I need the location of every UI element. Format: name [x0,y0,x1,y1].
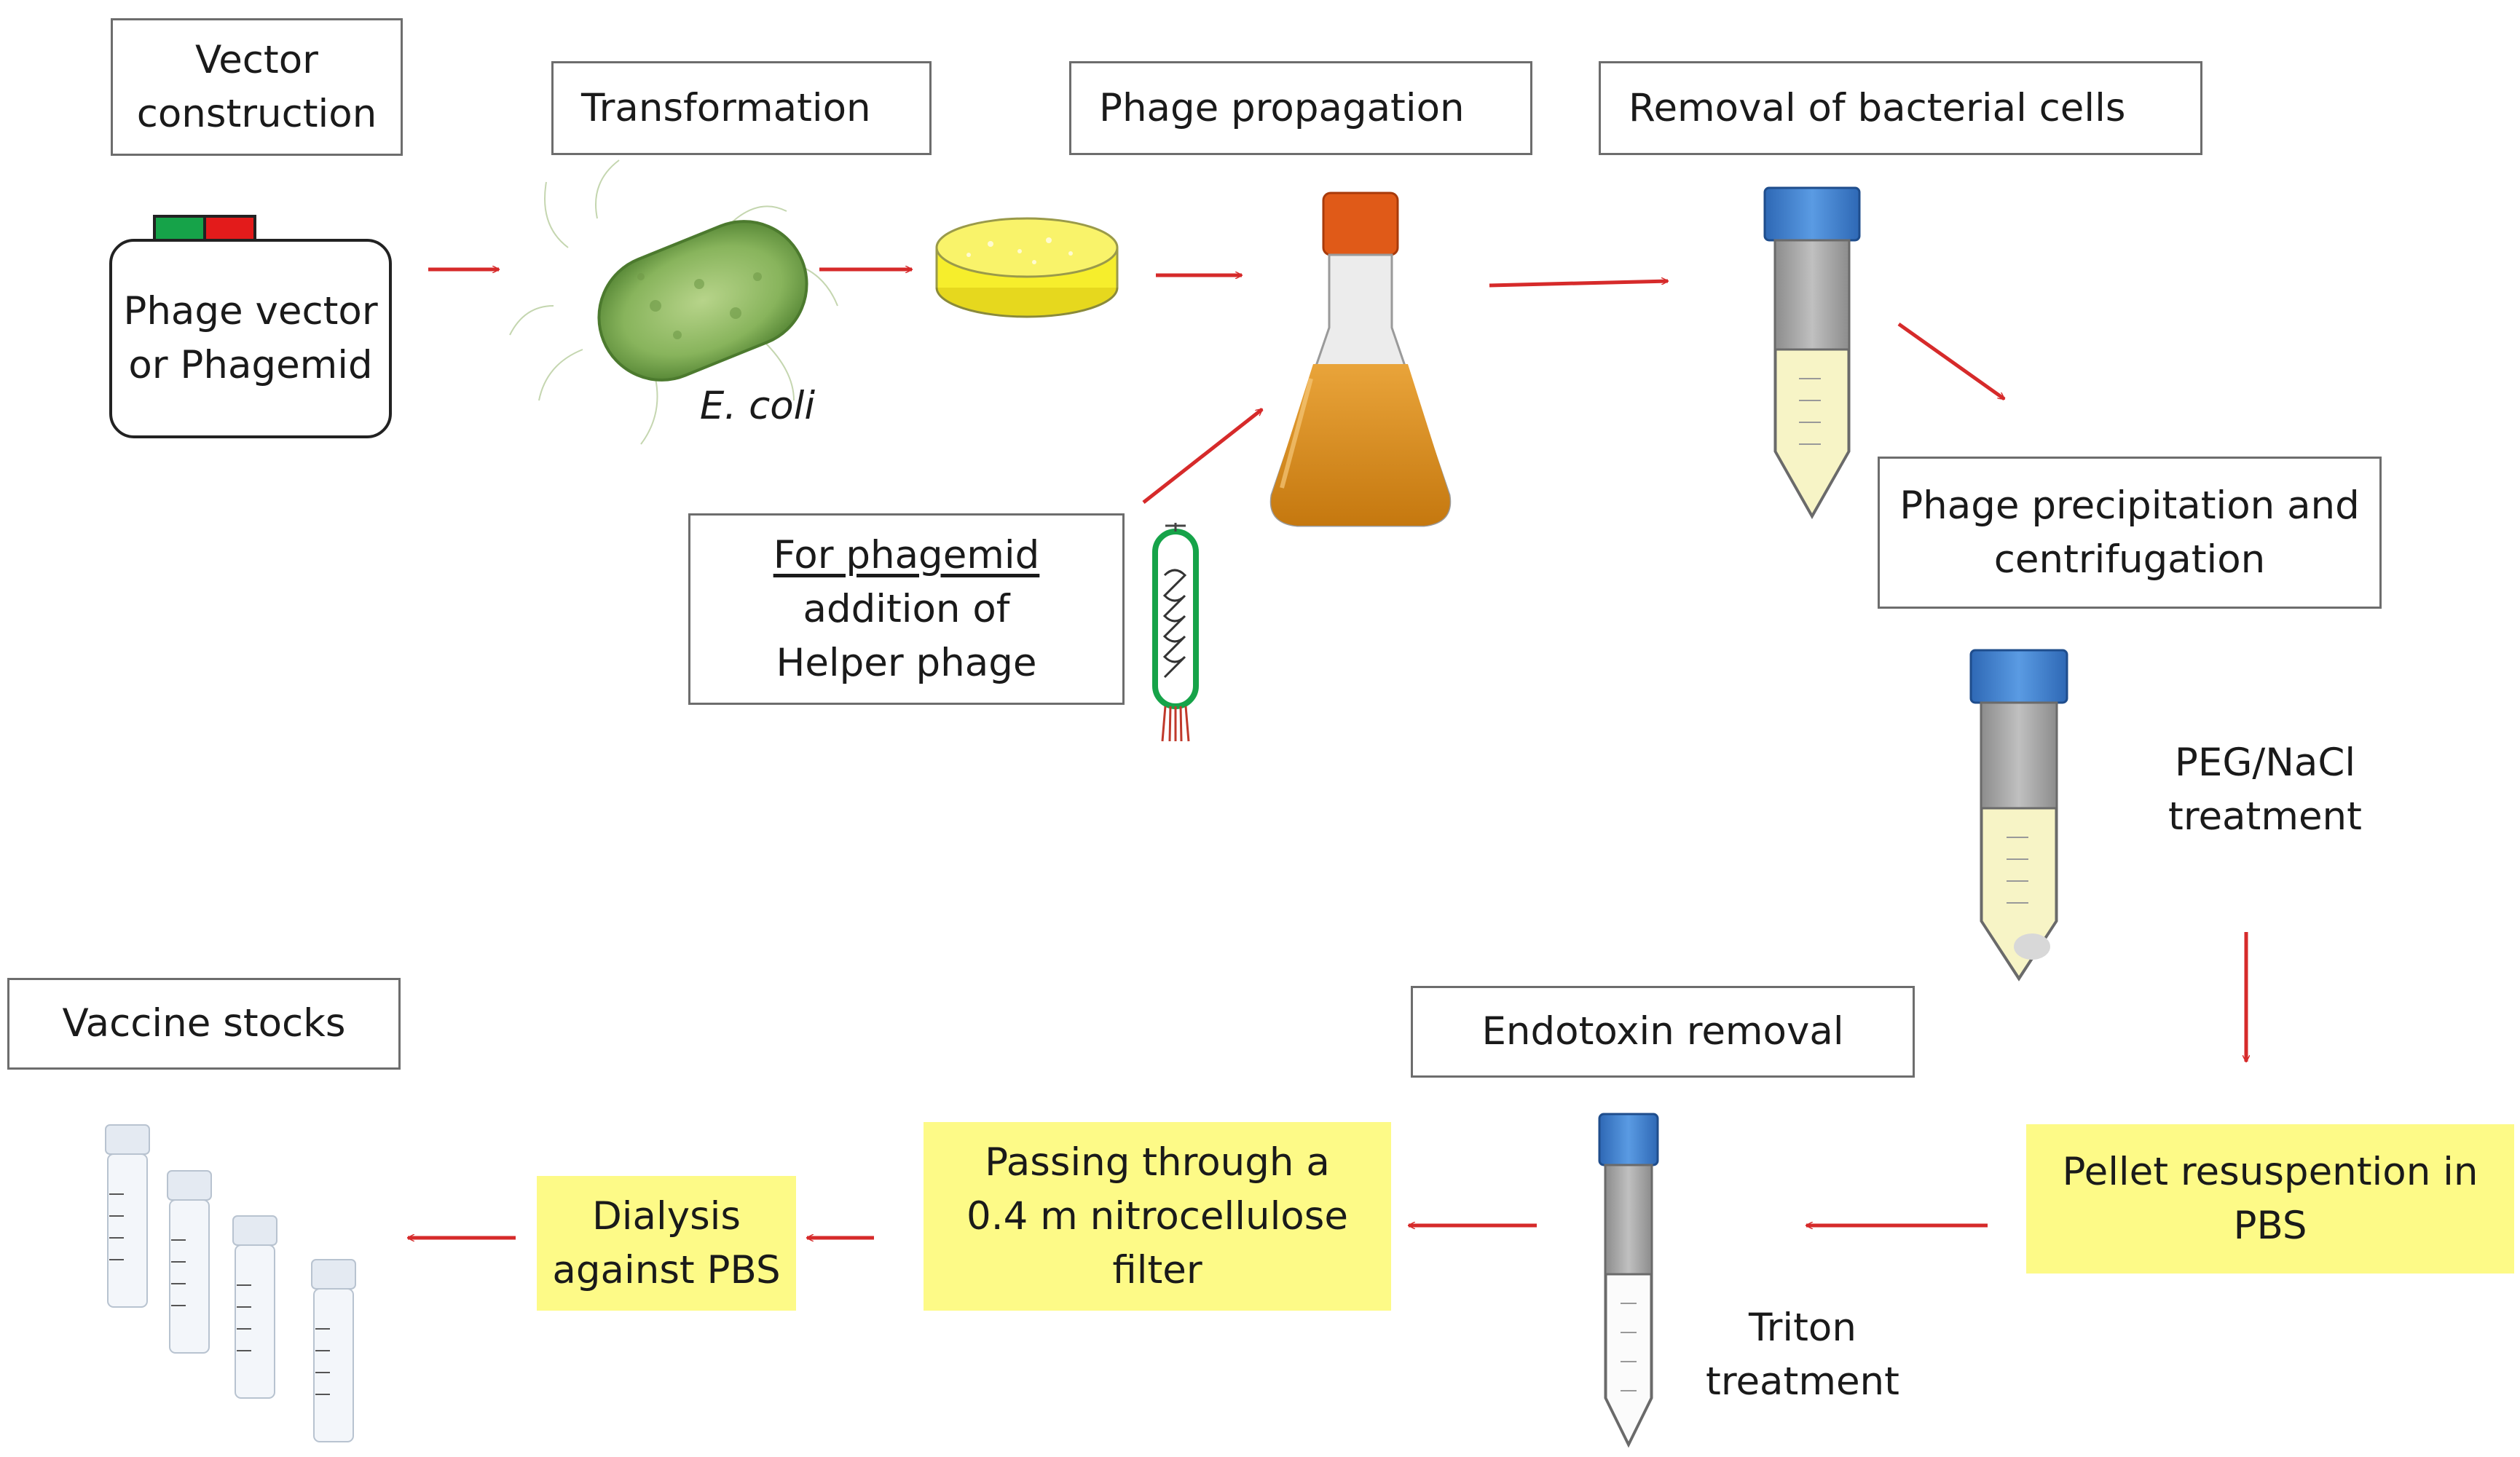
step-label: construction [136,91,377,136]
helper-label: addition of [803,586,1010,631]
vector-label: Phage vector [123,289,378,333]
step-dialysis: Dialysis against PBS [537,1176,796,1311]
step-label: Transformation [581,85,871,130]
step-label: PBS [2233,1203,2307,1248]
cryovial-icon [167,1170,212,1354]
step-label: Dialysis [591,1193,741,1239]
step-label: treatment [1706,1359,1899,1404]
step-label: PEG/NaCl [2174,741,2356,785]
helper-phage-icon [1152,523,1199,742]
step-transformation: Transformation [551,61,932,155]
step-nitrocellulose-filter: Passing through a 0.4 m nitrocellulose f… [924,1122,1391,1311]
step-label: Vaccine stocks [62,1001,346,1046]
step-label: centrifugation [1993,537,2266,582]
ecoli-cell-icon [509,159,838,445]
step-phage-precipitation: Phage precipitation and centrifugation [1878,457,2382,609]
step-label: Removal of bacterial cells [1629,85,2126,130]
step-label: Endotoxin removal [1481,1009,1844,1054]
step-label: against PBS [552,1247,781,1292]
step-label: Phage propagation [1099,85,1465,130]
erlenmeyer-flask-icon [1269,191,1452,527]
helper-phage-box: For phagemid addition of Helper phage [688,513,1125,705]
petri-dish-icon [935,217,1119,318]
step-label: Phage precipitation and [1899,483,2360,528]
centrifuge-tube-icon [1969,649,2068,982]
vector-label: or Phagemid [128,343,373,387]
helper-label: Helper phage [776,640,1037,685]
centrifuge-tube-icon [1763,186,1861,520]
arrow [1897,322,2004,401]
step-label: treatment [2168,794,2362,839]
step-label: 0.4 m nitrocellulose [966,1193,1348,1239]
vector-box: Phage vector or Phagemid [109,239,392,438]
step-label: Vector [195,37,318,82]
step-endotoxin-removal: Endotoxin removal [1411,986,1915,1078]
centrifuge-tube-icon [1598,1113,1659,1448]
ecoli-label: E. coli [699,384,816,428]
step-phage-propagation: Phage propagation [1069,61,1532,155]
step-vector-construction: Vector construction [111,18,403,156]
step-label: Passing through a [985,1140,1330,1185]
helper-label: For phagemid [773,532,1040,577]
step-peg-nacl-treatment: PEG/NaCl treatment [2156,735,2374,845]
step-label: Pellet resuspention in [2062,1149,2478,1194]
arrow [1142,408,1262,504]
step-vaccine-stocks: Vaccine stocks [7,978,401,1070]
step-removal-of-bacterial-cells: Removal of bacterial cells [1599,61,2202,155]
cryovial-icon [311,1259,356,1442]
cryovial-icon [105,1124,150,1308]
arrow [1489,281,1668,288]
cryovial-icon [232,1215,277,1399]
step-label: filter [1112,1247,1202,1292]
step-label: Triton [1749,1306,1856,1350]
step-pellet-resuspension: Pellet resuspention in PBS [2026,1124,2514,1274]
step-triton-treatment: Triton treatment [1690,1300,1915,1410]
